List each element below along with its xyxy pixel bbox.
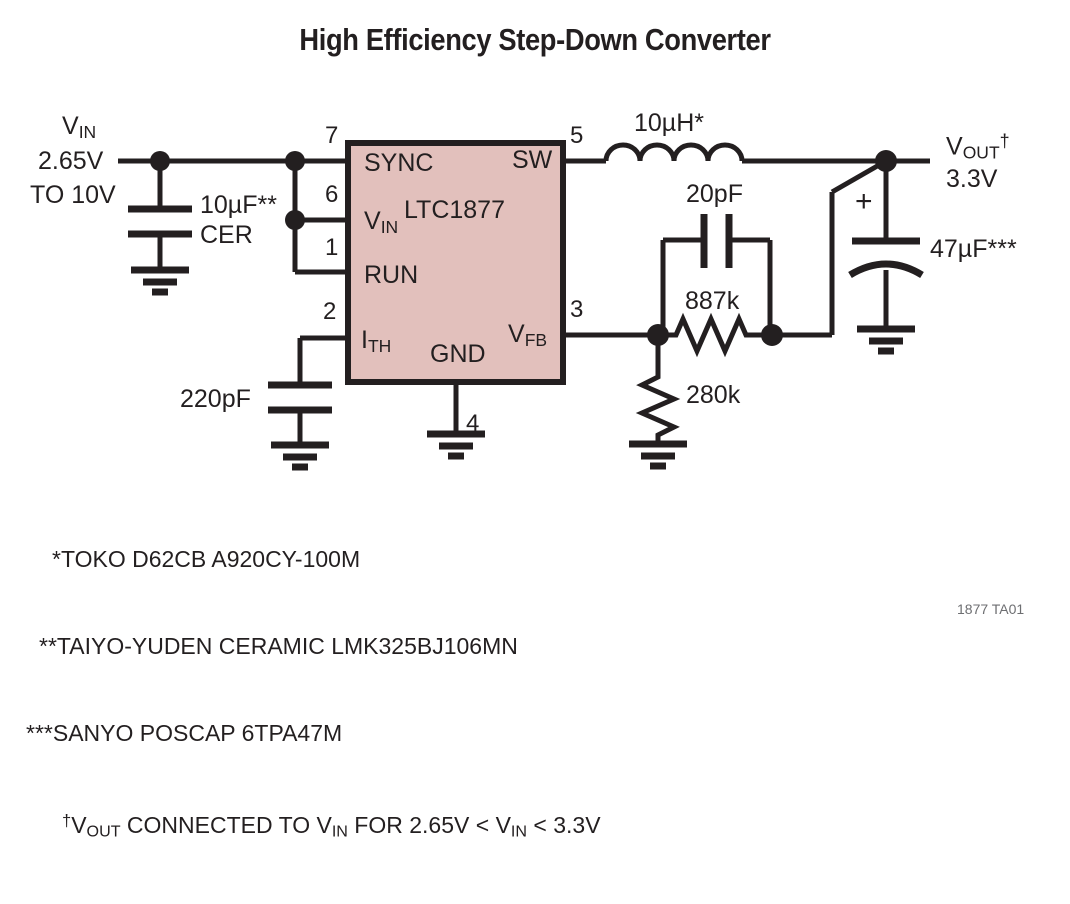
inductor-label: 10µH* xyxy=(634,109,704,137)
pin-label-ith: ITH xyxy=(361,326,392,356)
footnotes-block: *TOKO D62CB A920CY-100M **TAIYO-YUDEN CE… xyxy=(26,487,601,904)
pin-label-sync: SYNC xyxy=(364,149,434,177)
footnote-1: *TOKO D62CB A920CY-100M xyxy=(52,546,361,572)
pin-label-vfb: VFB xyxy=(508,320,548,350)
junction-dot-vin-cap xyxy=(150,151,170,171)
footnote-2: **TAIYO-YUDEN CERAMIC LMK325BJ106MN xyxy=(39,633,518,659)
vin-rail-label: VIN xyxy=(62,112,97,142)
schematic-canvas xyxy=(118,140,930,471)
output-cap-value-label: 47µF*** xyxy=(930,235,1017,263)
pin-label-run: RUN xyxy=(364,261,419,289)
pin-number-7: 7 xyxy=(325,122,339,149)
junction-dot-divider xyxy=(761,324,783,346)
pin-number-2: 2 xyxy=(323,298,337,325)
junction-dot-pin6-bus xyxy=(285,210,305,230)
pin-label-gnd: GND xyxy=(430,340,486,368)
resistor-887k-zigzag xyxy=(658,312,775,358)
cout-plate-curved xyxy=(848,260,924,279)
junction-dot-pin7-bus xyxy=(285,151,305,171)
figure-root: High Efficiency Step-Down Converter xyxy=(26,22,1025,840)
pin-number-5: 5 xyxy=(570,122,584,149)
pin-label-sw: SW xyxy=(512,146,553,174)
pin-number-6: 6 xyxy=(325,181,339,208)
resistor-280k-label: 280k xyxy=(686,381,741,409)
pin-number-4: 4 xyxy=(466,410,480,437)
resistor-887k-label: 887k xyxy=(685,287,740,315)
resistor-280k-zigzag xyxy=(635,370,681,442)
comp-cap-label: 220pF xyxy=(180,385,251,413)
input-cap-value-label: 10µF** xyxy=(200,191,277,219)
footnote-4: †VOUT CONNECTED TO VIN FOR 2.65V < VIN <… xyxy=(62,811,601,841)
pin-label-vin: VIN xyxy=(364,207,399,237)
vin-range-line2: TO 10V xyxy=(30,181,116,209)
reference-tag: 1877 TA01 xyxy=(957,601,1025,617)
vin-range-line1: 2.65V xyxy=(38,147,104,175)
input-cap-type-label: CER xyxy=(200,221,253,249)
vout-rail-label: VOUT† xyxy=(946,131,1010,163)
junction-dot-vout xyxy=(875,150,897,172)
output-cap-polarity: + xyxy=(855,185,873,218)
ic-body-rect xyxy=(345,140,566,385)
ic-part-number: LTC1877 xyxy=(404,196,505,224)
junction-dot-vfb xyxy=(647,324,669,346)
feedforward-cap-label: 20pF xyxy=(686,180,743,208)
pin-number-3: 3 xyxy=(570,296,584,323)
footnote-3: ***SANYO POSCAP 6TPA47M xyxy=(26,720,343,746)
inductor-coil xyxy=(603,142,745,162)
pin-number-1: 1 xyxy=(325,234,339,261)
figure-title: High Efficiency Step-Down Converter xyxy=(299,22,771,57)
vout-voltage-label: 3.3V xyxy=(946,165,998,193)
